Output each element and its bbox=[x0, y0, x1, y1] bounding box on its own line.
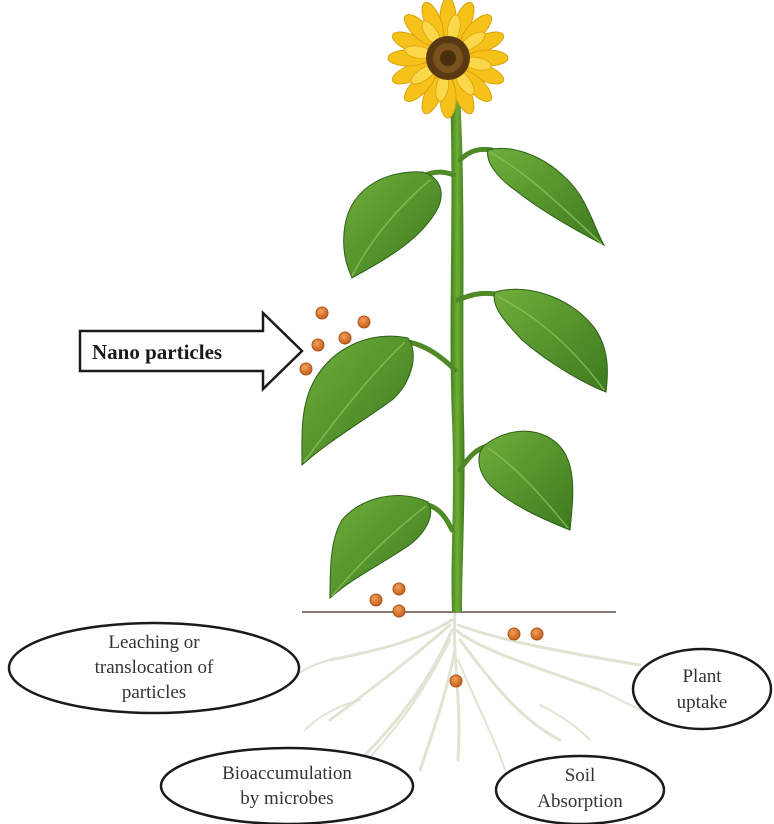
nano-particle-dot-icon bbox=[358, 316, 370, 328]
nano-particle-dot-icon bbox=[312, 339, 324, 351]
nano-particle-dot-icon bbox=[393, 605, 405, 617]
soil-absorption-label-line-2: Absorption bbox=[537, 791, 623, 812]
nano-particles-label: Nano particles bbox=[92, 340, 222, 364]
nano-particle-dot-icon bbox=[531, 628, 543, 640]
plant-uptake-label-line-2: uptake bbox=[677, 692, 728, 713]
nano-particle-dot-icon bbox=[339, 332, 351, 344]
bioaccumulation-label-line-1: Bioaccumulation bbox=[222, 763, 352, 784]
soil-absorption-label-line-1: Soil bbox=[565, 765, 596, 786]
sunflower-plant-icon bbox=[388, 0, 508, 118]
leaching-label-line-3: particles bbox=[122, 682, 186, 703]
nano-particle-dot-icon bbox=[316, 307, 328, 319]
nano-particle-dot-icon bbox=[300, 363, 312, 375]
nano-particle-dot-icon bbox=[393, 583, 405, 595]
bioaccumulation-label-line-2: by microbes bbox=[240, 788, 333, 809]
nano-particles-arrow: Nano particles bbox=[80, 313, 302, 389]
plant-uptake-label-line-1: Plant bbox=[682, 666, 722, 687]
leaching-label-line-2: translocation of bbox=[95, 657, 214, 678]
nano-particle-dot-icon bbox=[370, 594, 382, 606]
leaching-bubble: Leaching or translocation of particles bbox=[9, 623, 299, 713]
soil-absorption-bubble: Soil Absorption bbox=[496, 756, 664, 824]
bioaccumulation-bubble: Bioaccumulation by microbes bbox=[161, 748, 413, 824]
plant-uptake-bubble: Plant uptake bbox=[633, 649, 771, 729]
leaching-label-line-1: Leaching or bbox=[108, 632, 200, 653]
nano-particle-dot-icon bbox=[508, 628, 520, 640]
nano-particle-dot-icon bbox=[450, 675, 462, 687]
